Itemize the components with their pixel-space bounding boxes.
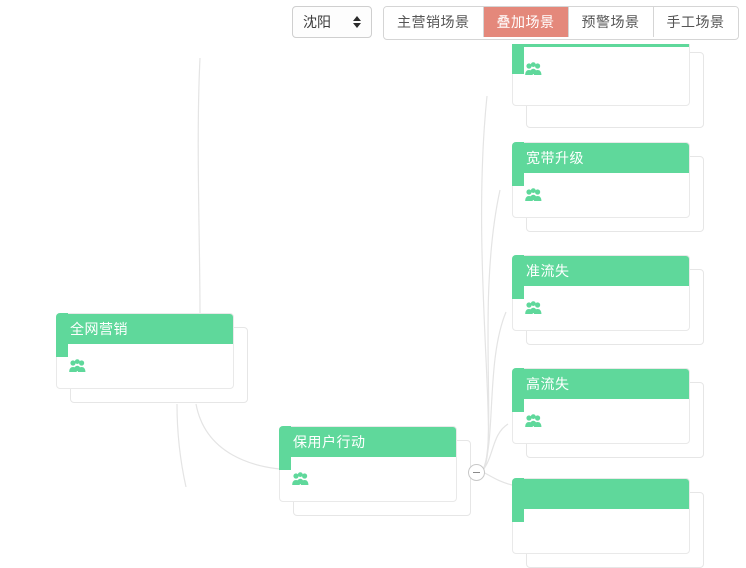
card-left-marker: [512, 368, 524, 412]
link-toggle-to-broadband: [482, 189, 501, 471]
card-front-sheet[interactable]: 全网营销: [56, 313, 234, 389]
tab-label: 叠加场景: [496, 14, 555, 30]
card-header: 准流失: [513, 256, 689, 286]
card-title: 宽带升级: [526, 150, 584, 166]
tab-main-marketing-scenario[interactable]: 主营销场景: [384, 7, 484, 37]
toolbar: 沈阳 主营销场景 叠加场景 预警场景 手工场景: [0, 0, 746, 44]
card-title: 全网营销: [70, 321, 128, 337]
card-front-sheet[interactable]: 高流失: [512, 368, 690, 444]
card-body: [513, 509, 689, 553]
card-body: [513, 399, 689, 443]
city-select[interactable]: 沈阳: [292, 6, 372, 38]
card-left-marker: [279, 426, 291, 470]
link-toggle-to-bottom-partial: [482, 471, 513, 486]
minus-circle-icon[interactable]: [468, 464, 485, 481]
card-front-sheet[interactable]: [512, 38, 690, 106]
users-group-icon: [525, 414, 542, 428]
card-front-sheet[interactable]: 准流失: [512, 255, 690, 331]
link-toggle-to-top-partial: [480, 95, 490, 471]
card-body: [513, 173, 689, 217]
card-left-marker: [512, 255, 524, 299]
link-root-down-a: [176, 403, 187, 487]
tab-warning-scenario[interactable]: 预警场景: [568, 7, 654, 37]
link-toggle-to-high-churn: [482, 423, 509, 471]
card-header: 保用户行动: [280, 427, 456, 457]
card-front-sheet[interactable]: 保用户行动: [279, 426, 457, 502]
card-left-marker: [56, 313, 68, 357]
users-group-icon: [525, 301, 542, 315]
users-group-icon: [69, 359, 86, 373]
users-group-icon: [525, 188, 542, 202]
scenario-tab-group: 主营销场景 叠加场景 预警场景 手工场景: [383, 6, 739, 40]
users-group-icon: [525, 62, 542, 76]
card-left-marker: [512, 142, 524, 186]
card-header: 高流失: [513, 369, 689, 399]
card-left-marker: [512, 478, 524, 522]
minus-glyph: [473, 472, 480, 473]
card-header: 全网营销: [57, 314, 233, 344]
card-body: [280, 457, 456, 501]
card-title: 准流失: [526, 263, 570, 279]
link-toggle-to-quasi-churn: [482, 311, 507, 471]
card-body: [513, 47, 689, 91]
tab-label: 手工场景: [666, 14, 725, 30]
card-title: 高流失: [526, 376, 570, 392]
link-root-up: [197, 57, 201, 314]
card-title: 保用户行动: [293, 434, 366, 450]
card-front-sheet[interactable]: [512, 478, 690, 554]
card-left-marker: [512, 38, 524, 74]
updown-arrows-icon: [353, 16, 361, 28]
card-header: 宽带升级: [513, 143, 689, 173]
card-front-sheet[interactable]: 宽带升级: [512, 142, 690, 218]
card-header: [513, 479, 689, 509]
tab-label: 预警场景: [581, 14, 640, 30]
tab-overlay-scenario[interactable]: 叠加场景: [483, 7, 569, 37]
users-group-icon: [292, 472, 309, 486]
tab-manual-scenario[interactable]: 手工场景: [653, 7, 738, 37]
card-body: [513, 286, 689, 330]
tab-label: 主营销场景: [397, 14, 470, 30]
card-body: [57, 344, 233, 388]
city-select-value: 沈阳: [303, 14, 331, 30]
